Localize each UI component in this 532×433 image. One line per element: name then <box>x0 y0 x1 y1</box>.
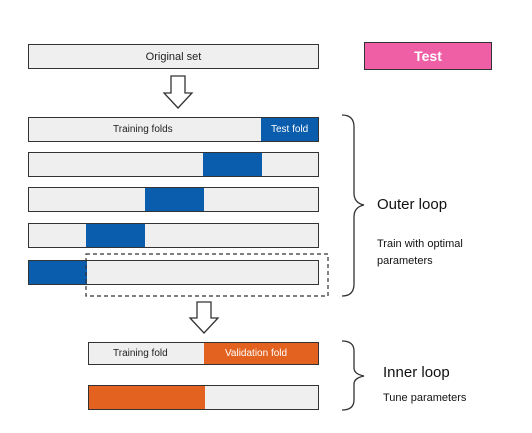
dashed-selection <box>85 253 329 297</box>
outer-loop-title: Outer loop <box>377 196 448 213</box>
outer-fold-row-4 <box>28 223 319 248</box>
outer-fold-row-2 <box>28 152 319 177</box>
outer-fold-row-3 <box>28 187 319 212</box>
validation-fold-segment: Validation fold <box>204 343 318 364</box>
down-arrow-icon <box>162 75 194 109</box>
test-box: Test <box>364 42 492 70</box>
test-label: Test <box>414 48 442 64</box>
outer-loop-desc-line1: Train with optimal <box>377 238 463 250</box>
inner-loop-brace <box>341 340 365 411</box>
down-arrow-icon <box>188 301 220 334</box>
outer-fold-row-5 <box>28 260 319 285</box>
validation-fold-label: Validation fold <box>225 348 288 359</box>
outer-fold-row-1: Training folds Test fold <box>28 117 319 142</box>
original-set-label: Original set <box>145 50 202 63</box>
test-fold-segment <box>86 224 145 247</box>
training-fold-label: Training fold <box>113 348 168 359</box>
inner-loop-desc: Tune parameters <box>383 392 467 404</box>
test-fold-segment <box>145 188 204 211</box>
test-fold-segment <box>203 153 262 176</box>
test-fold-label: Test fold <box>271 124 309 135</box>
original-set-bar: Original set <box>28 44 319 69</box>
inner-fold-row-2 <box>88 385 319 410</box>
validation-fold-segment <box>89 386 205 409</box>
inner-fold-row-1: Training fold Validation fold <box>88 342 319 365</box>
test-fold-segment <box>29 261 87 284</box>
outer-loop-brace <box>341 114 365 297</box>
inner-loop-title: Inner loop <box>383 364 450 381</box>
test-fold-segment: Test fold <box>261 118 318 141</box>
outer-loop-desc-line2: parameters <box>377 255 433 267</box>
training-folds-label: Training folds <box>113 124 173 135</box>
